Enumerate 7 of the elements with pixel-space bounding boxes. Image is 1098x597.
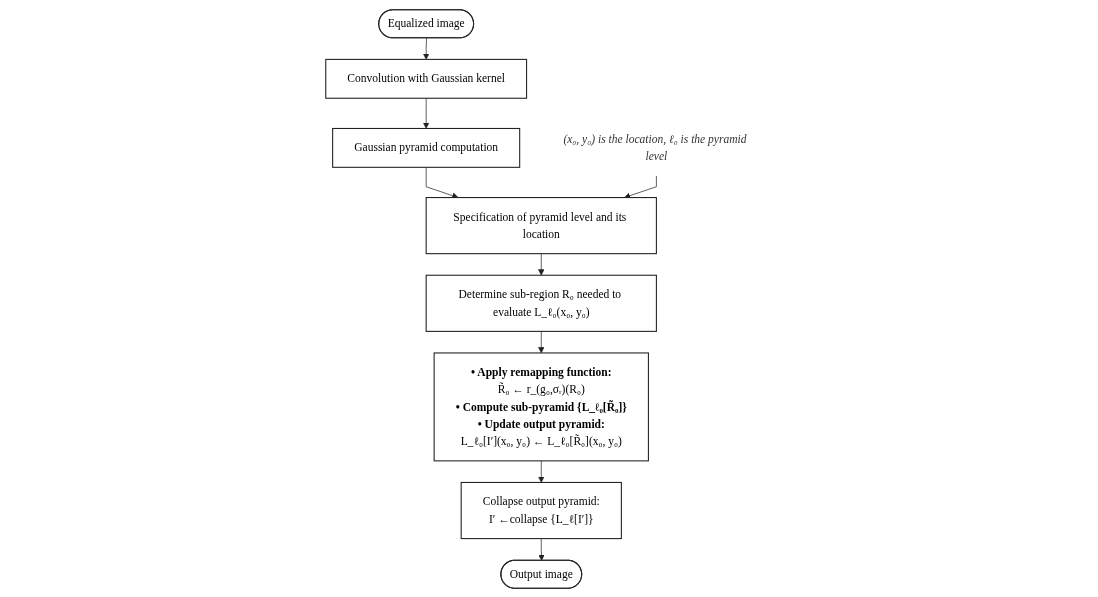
node-box: Determine sub-region R₀ needed to evaluate L_ℓ₀(x₀, y₀) xyxy=(425,274,658,332)
node-box: • Apply remapping function: R̃₀ ← r_(g₀,σᵣ)(R₀) • Compute sub-pyramid {L_ℓ₀[R̃₀]} • Update output pyramid: L_ℓ₀[I′](x₀, y₀) ← L_ℓ₀[R̃₀](x₀, y₀) xyxy=(433,351,650,461)
node-box: Specification of pyramid level and its location xyxy=(425,196,658,254)
node-text: (x₀, y₀) is the location, ℓ₀ is the pyramid level xyxy=(563,132,747,162)
node-box: Gaussian pyramid computation xyxy=(332,127,521,168)
node-box: Convolution with Gaussian kernel xyxy=(325,58,528,99)
node-box: Collapse output pyramid: I′ ←collapse {L_ℓ[I′]} xyxy=(461,481,623,539)
